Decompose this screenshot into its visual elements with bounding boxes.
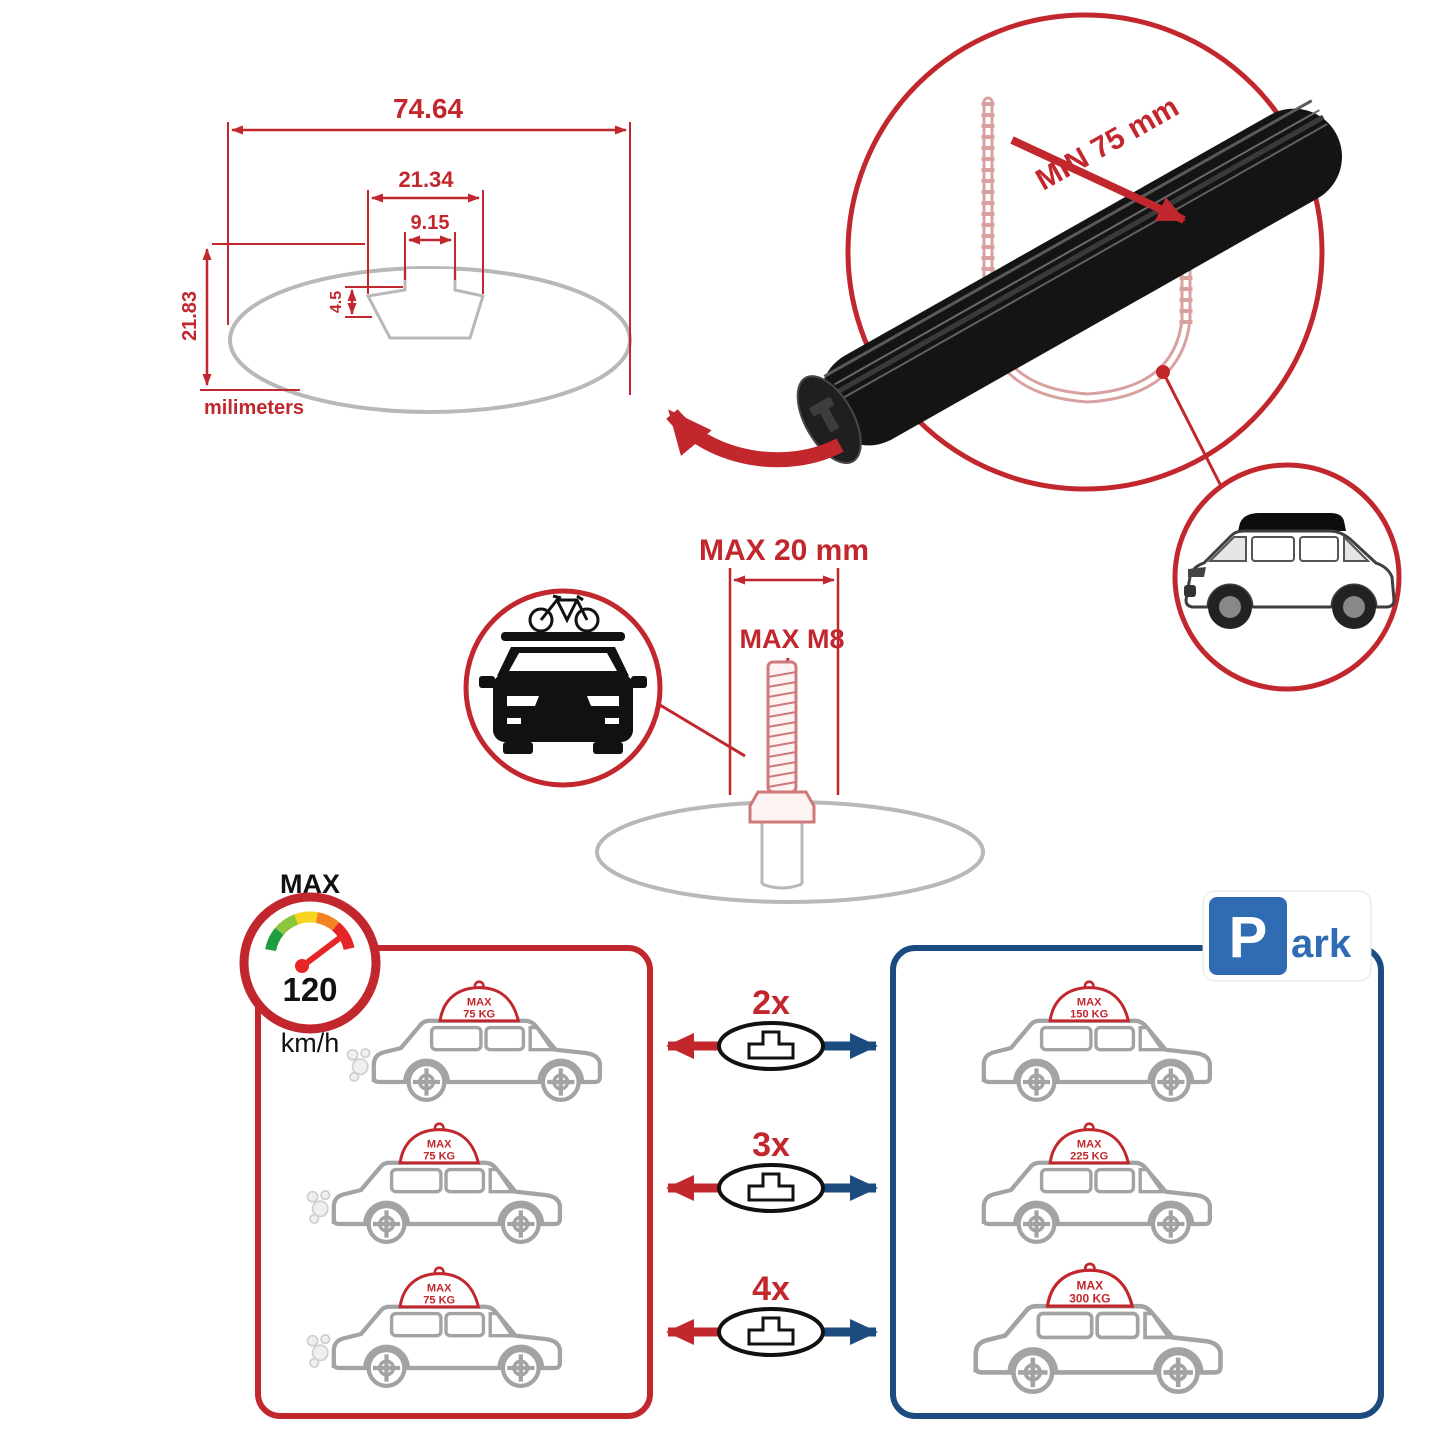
parked-car-row-3: MAX 300 KG bbox=[976, 1262, 1221, 1392]
car-front-illustration bbox=[479, 594, 647, 754]
max-thread-label: MAX M8 bbox=[739, 624, 844, 654]
car-body bbox=[493, 674, 633, 742]
mirror-left bbox=[479, 676, 495, 688]
profile-t-slot bbox=[365, 269, 485, 340]
driving-car-row-3: MAX 75 KG bbox=[306, 1266, 559, 1386]
dim-lip-label: 4.5 bbox=[328, 291, 345, 313]
car-front-circle bbox=[463, 588, 746, 788]
roof-box bbox=[1238, 513, 1346, 531]
dim-channel-extensions bbox=[367, 190, 484, 294]
headlight-right bbox=[587, 696, 619, 706]
bolt-illustration bbox=[748, 660, 816, 824]
crossbar-count-icon bbox=[717, 1163, 825, 1213]
multiplier-label: 3x bbox=[752, 1126, 790, 1164]
zoom-arrow bbox=[666, 409, 844, 468]
driving-car-row-2: MAX 75 KG bbox=[306, 1122, 559, 1242]
dim-total-width-extensions bbox=[227, 122, 631, 395]
wheel-right bbox=[593, 742, 623, 754]
park-sign-square bbox=[1209, 897, 1287, 975]
park-sign: P ark bbox=[1202, 890, 1372, 982]
speedometer: MAX 120 km/h bbox=[239, 869, 381, 1058]
windshield bbox=[509, 653, 617, 671]
crossbar-detail-circle: MIN 75 mm bbox=[796, 12, 1342, 492]
load-label-line1: MAX bbox=[427, 1283, 452, 1295]
speed-value: 120 bbox=[282, 971, 337, 1008]
load-label-line2: 150 KG bbox=[1070, 1008, 1108, 1020]
load-label-line2: 300 KG bbox=[1069, 1291, 1110, 1305]
load-label-line1: MAX bbox=[1077, 997, 1102, 1009]
max-length-label: MAX 20 mm bbox=[699, 534, 869, 567]
park-sign-letter: P bbox=[1229, 905, 1268, 970]
clamp-to-suv-line bbox=[1161, 371, 1224, 489]
headlight bbox=[1188, 567, 1206, 577]
bolt-dim-extensions bbox=[728, 568, 840, 795]
bar-count-row-3: 4x bbox=[666, 1270, 878, 1357]
dim-height-label: 21.83 bbox=[179, 291, 201, 341]
bike-icon bbox=[528, 594, 600, 633]
load-label-line1: MAX bbox=[427, 1139, 452, 1151]
load-label-line1: MAX bbox=[1077, 1279, 1104, 1293]
load-label-line1: MAX bbox=[1077, 1139, 1102, 1151]
load-label-line2: 75 KG bbox=[423, 1294, 455, 1306]
dim-lip-extensions bbox=[345, 286, 403, 318]
bar-count-row-2: 3x bbox=[666, 1126, 878, 1213]
dim-slot-label: 9.15 bbox=[411, 212, 450, 234]
load-label-line2: 75 KG bbox=[463, 1008, 495, 1020]
suv-illustration bbox=[1184, 513, 1396, 629]
dim-height-extensions bbox=[200, 243, 365, 391]
crossbar-count-icon bbox=[717, 1307, 825, 1357]
crossbar-count-icon bbox=[717, 1021, 825, 1071]
dim-total-width-label: 74.64 bbox=[393, 93, 463, 124]
bolt-head bbox=[748, 790, 816, 824]
load-label-line1: MAX bbox=[467, 997, 492, 1009]
wheel-left bbox=[503, 742, 533, 754]
speed-unit: km/h bbox=[281, 1028, 340, 1058]
dimension-diagram: 74.64 21.34 9.15 4.5 21.83 milimeters bbox=[179, 93, 632, 419]
parked-car-row-2: MAX 225 KG bbox=[984, 1122, 1210, 1242]
multiplier-label: 4x bbox=[752, 1270, 790, 1308]
dim-units-label: milimeters bbox=[204, 397, 304, 419]
mirror-right bbox=[631, 676, 647, 688]
park-sign-text: ark bbox=[1291, 922, 1352, 966]
bolt-diagram: MAX 20 mm MAX M8 bbox=[595, 534, 985, 904]
gauge-hub bbox=[295, 959, 309, 973]
load-label-line2: 75 KG bbox=[423, 1150, 455, 1162]
multiplier-label: 2x bbox=[752, 984, 790, 1022]
dim-channel-label: 21.34 bbox=[398, 167, 454, 192]
parked-car-row-1: MAX 150 KG bbox=[984, 980, 1210, 1100]
bar-slot-channel bbox=[760, 812, 804, 890]
load-label-line2: 225 KG bbox=[1070, 1150, 1108, 1162]
crossbar-3d bbox=[796, 99, 1342, 465]
headlight-left bbox=[507, 696, 539, 706]
min-clamp-arrow bbox=[1010, 136, 1186, 224]
roof-rack-bar bbox=[501, 632, 625, 641]
dim-slot-extensions bbox=[404, 232, 456, 280]
circle-to-bolt-line bbox=[654, 700, 746, 758]
driving-car-row-1: MAX 75 KG bbox=[346, 980, 599, 1100]
bar-count-row-1: 2x bbox=[666, 984, 878, 1071]
suv-roofbox-circle bbox=[1161, 371, 1402, 692]
